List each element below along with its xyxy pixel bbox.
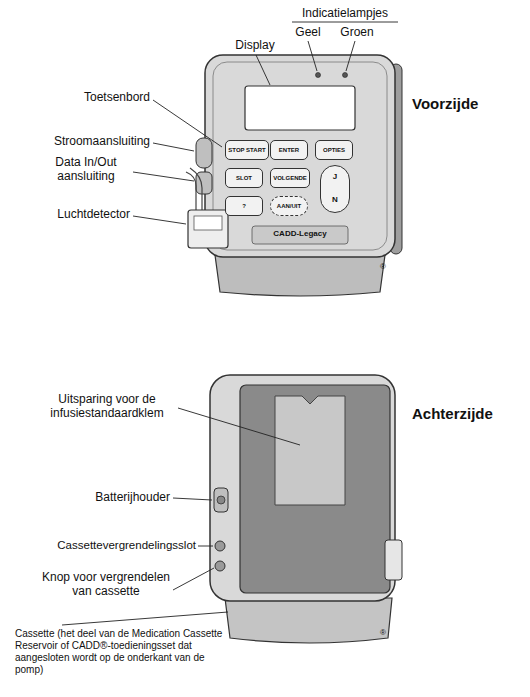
key-text: ENTER — [279, 147, 299, 154]
part-label: Toetsenbord — [30, 90, 150, 104]
indicator-label: Groen — [332, 25, 382, 39]
key-text: STOP START — [228, 147, 265, 154]
key-text: VOLGENDE — [273, 175, 307, 182]
part-label: Cassettevergrendelingsslot — [8, 539, 196, 553]
key-button: ? — [225, 196, 263, 216]
indicator-label: Geel — [288, 25, 328, 39]
part-label: Luchtdetector — [20, 207, 130, 221]
key-text: AAN/UIT — [277, 203, 301, 210]
part-label: Knop voor vergrendelen van cassette — [40, 570, 172, 599]
key-text: OPTIES — [323, 147, 345, 154]
view-title: Voorzijde — [412, 95, 522, 113]
key-text: ? — [242, 203, 246, 210]
part-label: Stroomaansluiting — [10, 134, 150, 148]
part-label: Batterijhouder — [50, 490, 170, 504]
key-button: SLOT — [225, 168, 263, 188]
key-text: N — [332, 196, 338, 205]
view-title: Achterzijde — [412, 405, 522, 423]
indicator-heading: Indicatielampjes — [290, 6, 400, 20]
power-key: AAN/UIT — [270, 196, 308, 216]
key-button: STOP START — [225, 140, 269, 160]
key-button: ENTER — [270, 140, 308, 160]
brand-logo: CADD-Legacy — [255, 229, 345, 239]
key-button: OPTIES — [315, 140, 353, 160]
part-label: Data In/Out aansluiting — [40, 155, 132, 184]
registered-mark: ® — [380, 628, 392, 638]
arrow-key: JN — [320, 165, 350, 213]
key-button: VOLGENDE — [270, 168, 310, 188]
part-label: Display — [225, 38, 285, 52]
part-label: Cassette (het deel van de Medication Cas… — [15, 628, 227, 676]
registered-mark: ® — [380, 262, 392, 272]
key-text: J — [333, 173, 337, 182]
key-text: SLOT — [236, 175, 252, 182]
part-label: Uitsparing voor de infusiestandaardklem — [38, 392, 176, 421]
